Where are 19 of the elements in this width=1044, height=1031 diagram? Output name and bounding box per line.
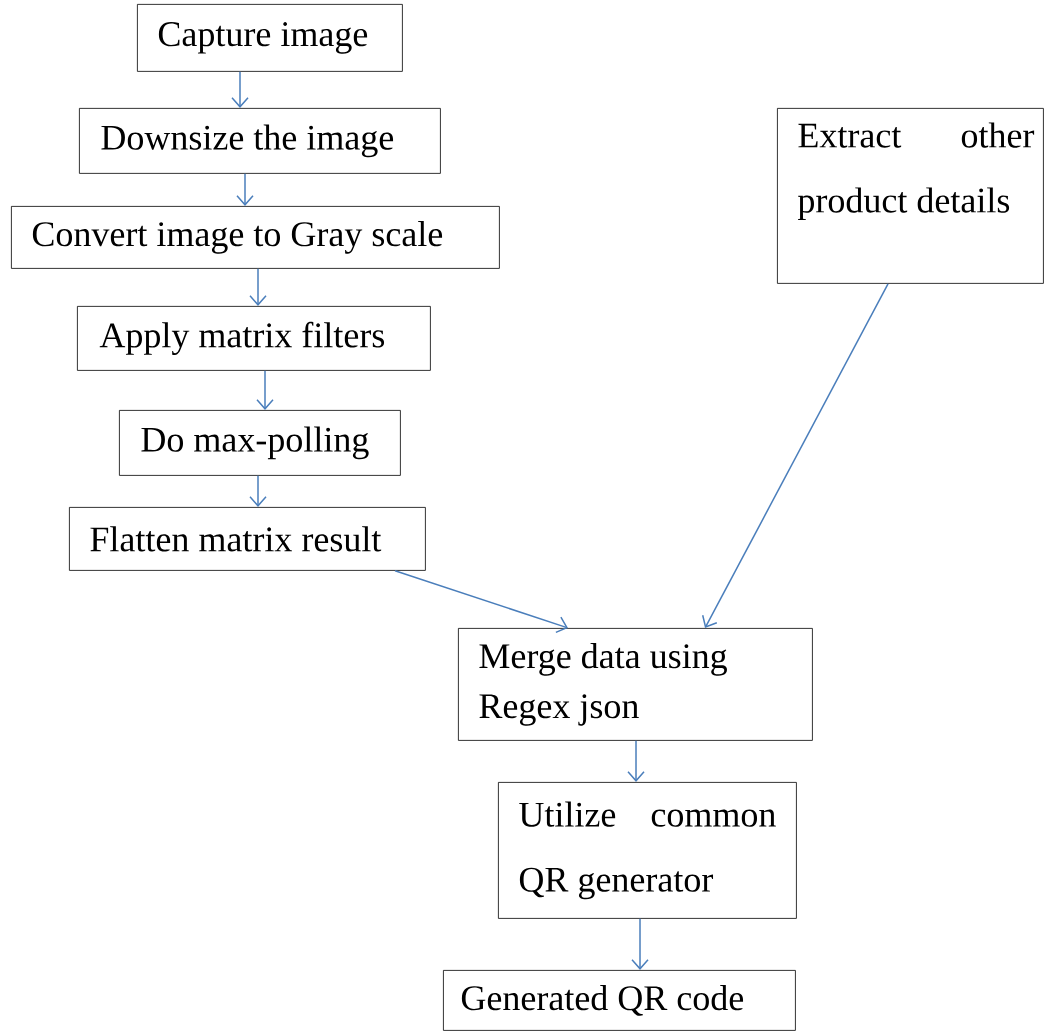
arrow	[256, 370, 274, 410]
process-box: Utilize common QR generator	[498, 782, 797, 919]
arrow	[249, 475, 267, 507]
arrow	[631, 918, 649, 970]
process-box: Flatten matrix result	[69, 507, 426, 571]
arrow	[231, 71, 249, 108]
process-box: Do max-polling	[119, 410, 401, 476]
arrow	[249, 268, 267, 306]
arrow	[627, 740, 645, 782]
arrow	[701, 283, 889, 628]
process-box: Merge data using Regex json	[458, 628, 813, 741]
process-box: Generated QR code	[443, 970, 796, 1031]
process-box: Extract other product details	[777, 108, 1044, 284]
process-box: Apply matrix filters	[77, 306, 431, 371]
process-box: Convert image to Gray scale	[11, 206, 500, 269]
process-box: Downsize the image	[79, 108, 441, 174]
arrow	[394, 570, 568, 634]
process-box: Capture image	[137, 4, 403, 72]
arrow	[236, 173, 254, 206]
